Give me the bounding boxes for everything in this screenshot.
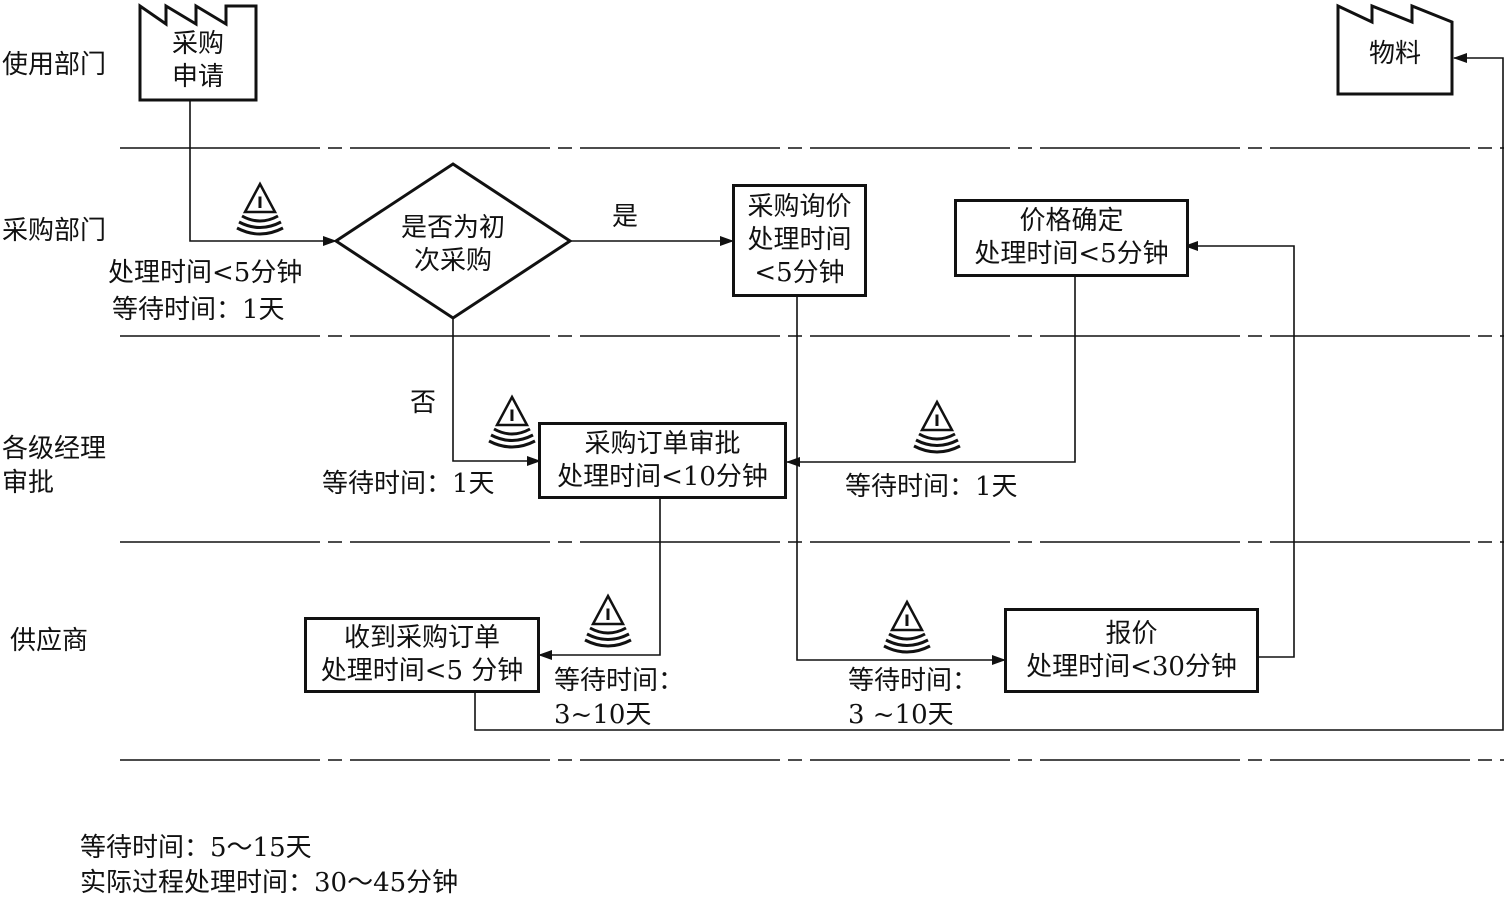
lane-dividers — [120, 147, 1504, 761]
purchase-request-label: 采购 申请 — [171, 29, 224, 92]
quotation-box: 报价 处理时间<30分钟 — [1004, 608, 1259, 693]
price-confirm-box: 价格确定 处理时间<5分钟 — [954, 199, 1189, 277]
arrow-approval-to-po-received — [538, 498, 661, 660]
inventory-triangle-icon — [882, 600, 932, 654]
approval-to-supplier-wait-time: 等待时间： 3~10天 — [554, 666, 685, 730]
inventory-triangle-icon — [235, 182, 285, 236]
lane-label-user-dept: 使用部门 — [2, 50, 107, 80]
material-factory-icon — [1336, 3, 1454, 96]
decision-label: 是否为初 次采购 — [400, 213, 505, 276]
lane-label-manager-approval: 各级经理 审批 — [2, 434, 107, 498]
summary-total-wait: 等待时间：5～15天 — [80, 833, 312, 863]
request-process-time: 处理时间<5分钟 — [108, 258, 303, 288]
no-label: 否 — [410, 388, 437, 418]
inventory-triangle-icon — [912, 400, 962, 454]
inquiry-box: 采购询价 处理时间 <5分钟 — [732, 184, 867, 297]
inventory-triangle-icon — [487, 395, 537, 449]
arrow-quotation-to-price — [1184, 241, 1295, 658]
arrow-request-to-decision — [189, 100, 337, 246]
arrow-decision-no-to-approval — [452, 318, 541, 466]
price-to-approval-wait-time: 等待时间：1天 — [845, 472, 1018, 502]
yes-label: 是 — [612, 202, 639, 232]
inquiry-to-quote-wait-time: 等待时间： 3 ~10天 — [848, 666, 979, 730]
lane-label-purchasing-dept: 采购部门 — [2, 216, 107, 246]
arrow-inquiry-to-quotation — [796, 296, 1006, 665]
material-label: 物料 — [1368, 39, 1421, 69]
arrow-price-to-approval — [786, 276, 1076, 467]
inventory-triangle-icon — [583, 594, 633, 648]
arrow-po-received-to-material — [474, 53, 1504, 731]
request-wait-time: 等待时间：1天 — [112, 295, 285, 325]
po-received-box: 收到采购订单 处理时间<5 分钟 — [304, 617, 540, 693]
lane-label-supplier: 供应商 — [10, 626, 89, 656]
summary-total-process: 实际过程处理时间：30～45分钟 — [80, 868, 459, 898]
no-branch-wait-time: 等待时间：1天 — [322, 469, 495, 499]
po-approval-box: 采购订单审批 处理时间<10分钟 — [538, 422, 787, 499]
purchase-request-factory-icon — [138, 3, 258, 102]
